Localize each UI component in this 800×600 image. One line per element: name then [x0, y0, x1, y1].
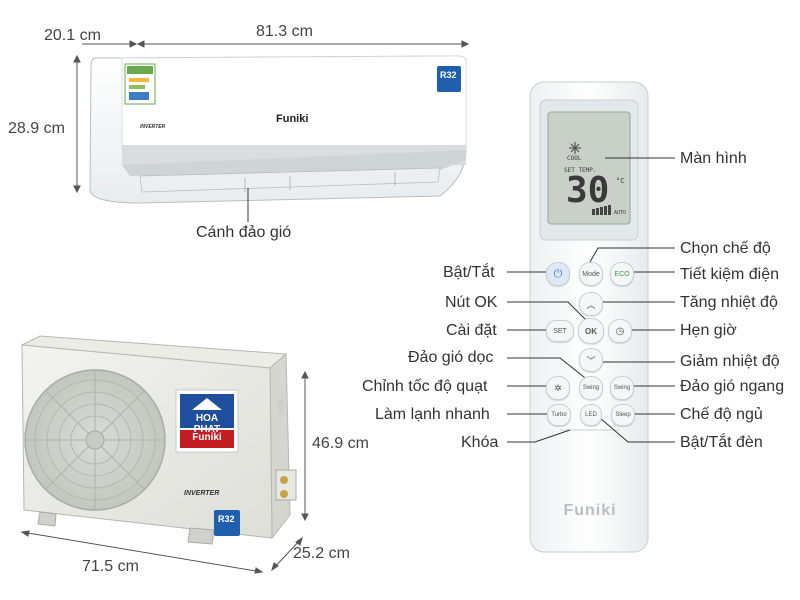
swing-vertical-button[interactable]: Swing	[579, 376, 603, 400]
indoor-inverter-badge: INVERTER	[140, 124, 166, 130]
callout-swing-vertical: Đảo gió dọc	[408, 349, 494, 366]
lcd-mode-text: COOL	[567, 155, 582, 162]
indoor-width-label: 81.3 cm	[256, 23, 313, 40]
power-button[interactable]: ⏻	[546, 262, 570, 286]
callout-timer: Hẹn giờ	[680, 322, 737, 339]
callout-temp-down: Giảm nhiệt độ	[680, 353, 780, 370]
timer-button[interactable]: ◷	[608, 319, 632, 343]
power-icon: ⏻	[553, 267, 563, 280]
callout-screen: Màn hình	[680, 150, 747, 167]
lcd-unit: °C	[616, 177, 625, 185]
clock-icon: ◷	[615, 325, 625, 337]
fan-speed-button[interactable]: ✲	[546, 376, 570, 400]
callout-led: Bật/Tắt đèn	[680, 434, 763, 451]
ok-button[interactable]: OK	[578, 318, 604, 344]
indoor-brand-logo: Funiki	[276, 113, 309, 125]
turbo-button[interactable]: Turbo	[547, 404, 571, 426]
outdoor-r32-badge: R32	[218, 514, 235, 524]
mode-button[interactable]: Mode	[579, 262, 603, 286]
callout-set: Cài đặt	[446, 322, 497, 339]
outdoor-height-label: 46.9 cm	[312, 435, 369, 452]
indoor-height-label: 28.9 cm	[8, 120, 65, 137]
callout-swing-horizontal: Đảo gió ngang	[680, 378, 785, 395]
temp-up-button[interactable]: ︿	[579, 292, 603, 316]
indoor-r32-badge: R32	[440, 70, 457, 80]
swing-horizontal-button[interactable]: Swing	[610, 376, 634, 400]
chevron-down-icon: ﹀	[586, 355, 596, 366]
outdoor-depth-label: 25.2 cm	[293, 545, 350, 562]
lcd-temperature: 30	[566, 170, 610, 211]
eco-button[interactable]: ECO	[610, 262, 634, 286]
callout-turbo: Làm lạnh nhanh	[375, 406, 490, 423]
sleep-button[interactable]: Sleep	[611, 404, 635, 426]
callout-eco: Tiết kiệm điện	[680, 266, 779, 283]
outdoor-width-label: 71.5 cm	[82, 558, 139, 575]
chevron-up-icon: ︿	[586, 299, 596, 310]
lcd-set-temp-label: SET TEMP.	[564, 167, 597, 174]
indoor-unit	[89, 55, 467, 204]
callout-fan-speed: Chỉnh tốc độ quạt	[362, 378, 488, 395]
indoor-depth-label: 20.1 cm	[44, 27, 101, 44]
callout-lock: Khóa	[461, 434, 499, 451]
outdoor-dimension-lines	[20, 370, 309, 574]
remote-callout-lines	[507, 157, 675, 443]
callout-louver-label: Cánh đảo gió	[196, 224, 292, 241]
fan-icon: ✲	[554, 382, 562, 393]
indoor-dimension-lines	[73, 40, 470, 194]
remote-body	[529, 81, 649, 553]
outdoor-brand-funiki: Funiki	[192, 432, 222, 443]
outdoor-brand-hoaphat: HOA PHAT	[193, 413, 221, 435]
temp-down-button[interactable]: ﹀	[579, 348, 603, 372]
callout-ok: Nút OK	[445, 294, 498, 311]
callout-temp-up: Tăng nhiệt độ	[680, 294, 778, 311]
led-button[interactable]: LED	[580, 404, 602, 426]
callout-sleep: Chế độ ngủ	[680, 406, 763, 423]
outdoor-unit	[20, 335, 297, 545]
callout-mode: Chọn chế độ	[680, 240, 771, 257]
remote-brand-logo: Funiki	[563, 502, 617, 519]
set-button[interactable]: SET	[546, 320, 574, 342]
callout-power: Bật/Tắt	[443, 264, 495, 281]
outdoor-inverter-badge: INVERTER	[184, 490, 220, 497]
lcd-fan-auto: AUTO	[614, 210, 627, 216]
